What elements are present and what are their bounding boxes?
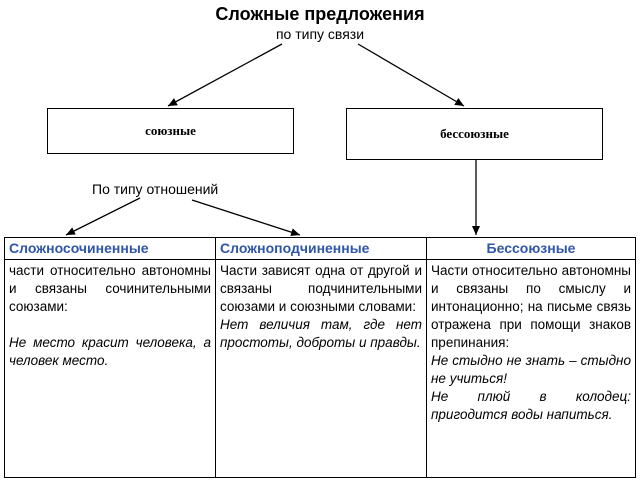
box-bessoyuznye-label: бессоюзные [440,126,509,141]
classification-table: Сложносочиненные части относительно авто… [4,237,636,478]
column-slozhnosochinennye: Сложносочиненные части относительно авто… [5,238,216,477]
column-body: части относительно автономны и связаны с… [5,260,215,370]
column-header: Сложносочиненные [5,238,215,260]
arrow-to-bessoyuznye [357,43,465,107]
relation-type-label: По типу отношений [92,181,219,197]
box-soyuznye: союзные [47,108,294,154]
box-bessoyuznye: бессоюзные [346,108,603,160]
box-soyuznye-label: союзные [145,123,196,138]
arrow-to-soyuznye [167,43,283,107]
column-example: Нет величия там, где нет простоты, добро… [220,317,422,350]
column-example: Не стыдно не знать – стыдно не учиться! [431,353,631,386]
arrow-to-slozhnopodchinennye [191,199,301,237]
column-description: Части относительно автономны и связаны п… [431,263,631,350]
column-slozhnopodchinennye: Сложноподчиненные Части зависят одна от … [216,238,427,477]
arrow-to-slozhnosochinennye [65,197,141,236]
column-description: Части зависят одна от другой и связаны п… [220,263,422,314]
column-example-second: Не плюй в колодец: пригодится воды напит… [431,389,631,422]
column-bessoyuznye: Бессоюзные Части относительно автономны … [427,238,635,477]
column-example: Не место красит человека, а человек мест… [9,335,211,368]
column-body: Части относительно автономны и связаны п… [427,260,635,424]
column-body: Части зависят одна от другой и связаны п… [216,260,426,352]
column-header: Сложноподчиненные [216,238,426,260]
column-description: части относительно автономны и связаны с… [9,263,211,314]
column-header: Бессоюзные [427,238,635,260]
diagram-subtitle: по типу связи [275,26,365,42]
diagram-title: Сложные предложения [215,4,425,24]
